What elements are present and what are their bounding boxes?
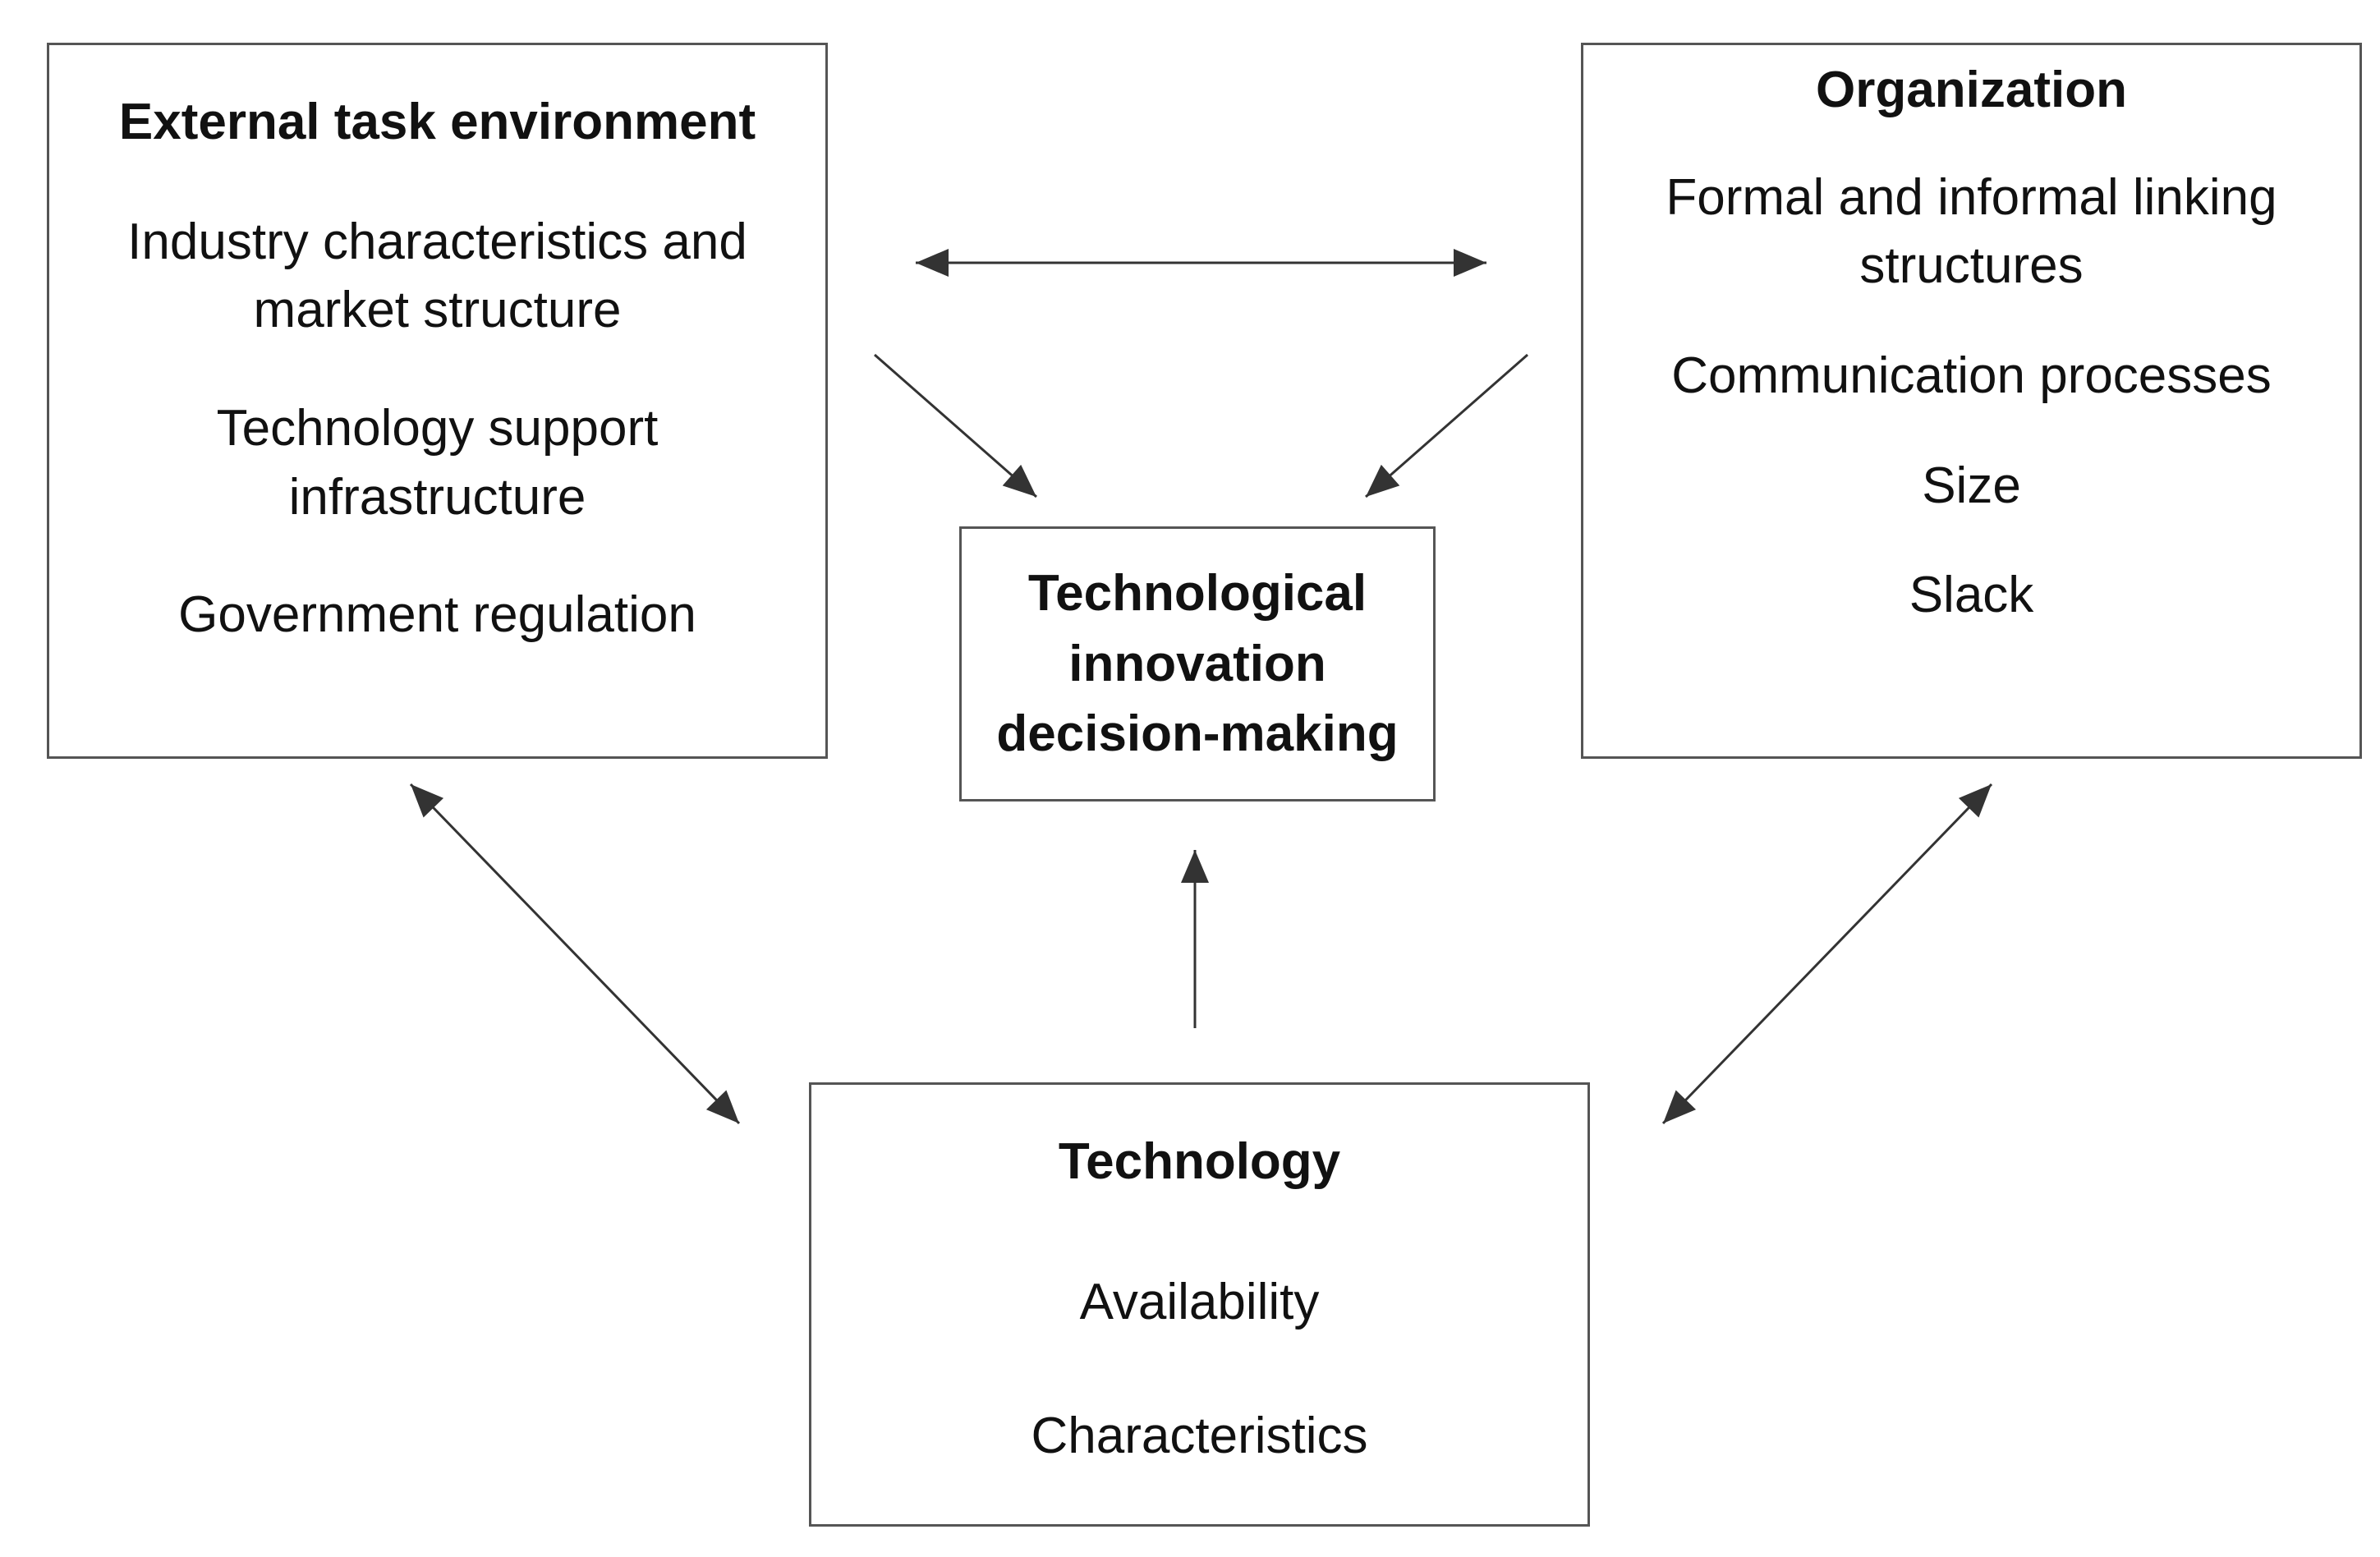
- external-item-infrastructure: Technology support infrastructure: [216, 399, 659, 526]
- technology-title: Technology: [1058, 1133, 1341, 1190]
- organization-item-slack: Slack: [1909, 567, 2034, 624]
- center-title: Technological innovation decision-making: [996, 565, 1399, 763]
- arrow-external-organization-head-end: [1454, 249, 1486, 277]
- arrow-organization-technology-head-end: [1663, 1090, 1697, 1123]
- organization-item-linking: Formal and informal linking structures: [1666, 168, 2277, 295]
- technology-item-characteristics: Characteristics: [1031, 1408, 1368, 1465]
- arrow-organization-technology: [1661, 783, 1993, 1125]
- arrow-technology-to-center-head-end: [1181, 850, 1209, 883]
- arrow-organization-to-center: [1365, 353, 1528, 498]
- external-item-industry: Industry characteristics and market stru…: [127, 213, 747, 339]
- arrow-organization-technology-head-start: [1958, 784, 1992, 818]
- external-title: External task environment: [118, 94, 756, 150]
- arrow-external-organization-head-start: [916, 249, 949, 277]
- arrow-external-to-center-head-end: [1002, 464, 1036, 497]
- arrow-organization-to-center-head-end: [1366, 464, 1400, 497]
- arrow-external-technology: [409, 783, 741, 1125]
- organization-box: Organization Formal and informal linking…: [1581, 43, 2362, 759]
- innovation-decision-box: Technological innovation decision-making: [959, 526, 1436, 801]
- technology-box: Technology Availability Characteristics: [809, 1082, 1590, 1527]
- organization-title: Organization: [1816, 62, 2127, 118]
- arrow-external-technology-head-start: [411, 784, 444, 818]
- arrow-external-to-center: [874, 353, 1037, 498]
- organization-item-size: Size: [1922, 457, 2021, 514]
- arrow-external-technology-head-end: [705, 1090, 739, 1123]
- organization-item-communication: Communication processes: [1671, 347, 2272, 404]
- technology-item-availability: Availability: [1079, 1273, 1320, 1330]
- external-item-regulation: Government regulation: [178, 586, 696, 644]
- external-task-environment-box: External task environment Industry chara…: [47, 43, 828, 759]
